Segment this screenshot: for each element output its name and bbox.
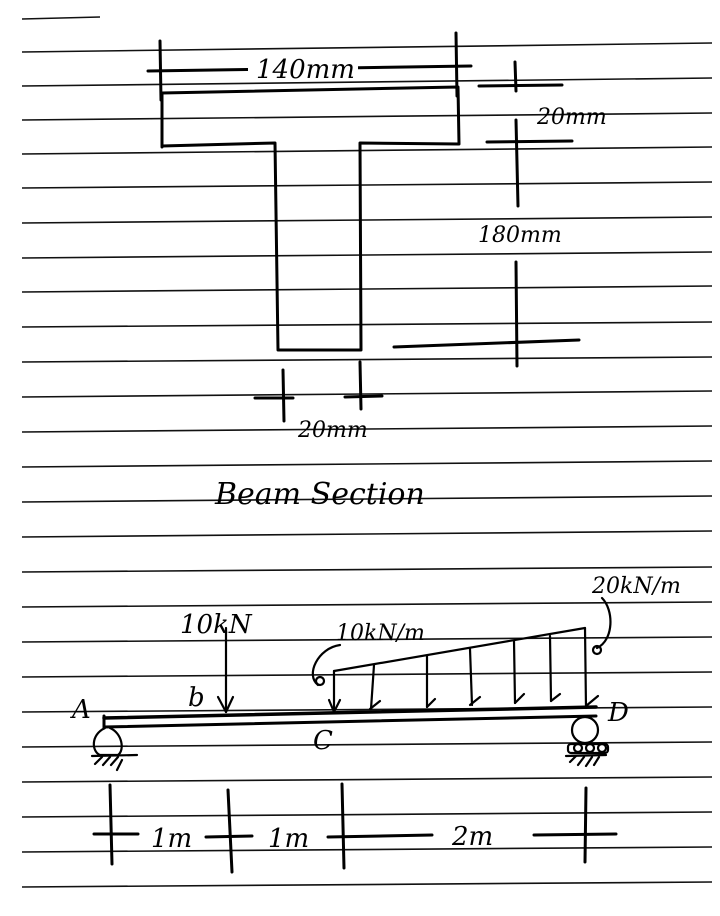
arrow-down-icon (216, 695, 235, 714)
roller-support-icon (564, 715, 610, 768)
point-d-label: D (607, 698, 629, 728)
flange-width-dimension: 140mm (146, 31, 473, 102)
flange-thickness-dimension: 20mm (477, 60, 607, 208)
point-c-label: C (313, 726, 333, 756)
point-load-label: 10kN (180, 610, 253, 640)
t-section (160, 85, 461, 352)
distributed-load-start-label: 10kN/m (336, 621, 425, 646)
ruled-lines (21, 16, 713, 888)
beam (102, 705, 598, 730)
point-load: 10kN (180, 610, 253, 714)
distributed-load-end-label: 20kN/m (591, 574, 681, 599)
point-a-label: A (70, 695, 91, 725)
web-width-label: 20mm (297, 418, 368, 443)
span-cd-label: 2m (451, 822, 493, 852)
span-ab-label: 1m (151, 824, 192, 854)
section-title: Beam Section (214, 477, 425, 512)
web-width-dimension: 20mm (253, 360, 384, 443)
span-dimensions: 1m 1m 2m (92, 782, 618, 874)
flange-width-label: 140mm (256, 55, 355, 85)
span-bc-label: 1m (268, 824, 309, 854)
web-height-dimension: 180mm (392, 223, 581, 368)
flange-thickness-label: 20mm (536, 105, 607, 130)
web-height-label: 180mm (478, 223, 562, 248)
point-b-label: b (188, 683, 205, 713)
distributed-load: 10kN/m 20kN/m (311, 574, 681, 714)
pin-support-icon (90, 726, 139, 772)
